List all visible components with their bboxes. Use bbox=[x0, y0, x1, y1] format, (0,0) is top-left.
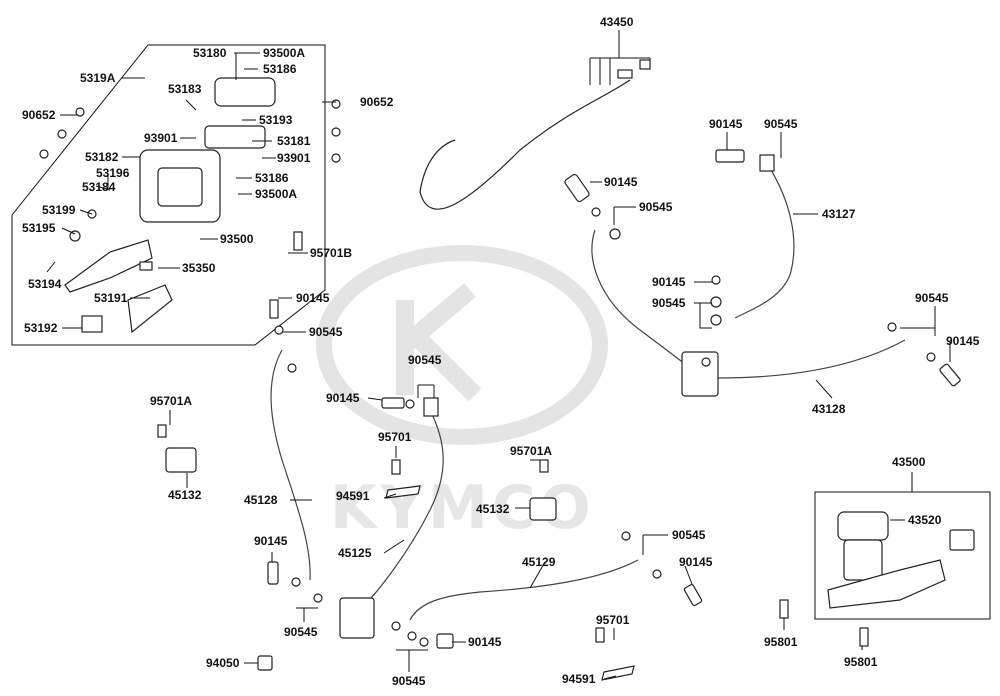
callout-90545: 90545 bbox=[284, 625, 318, 639]
callout-93901: 93901 bbox=[277, 151, 311, 165]
callout-90145: 90145 bbox=[604, 175, 638, 189]
callout-93500: 93500 bbox=[220, 232, 254, 246]
callout-labels: 43450 5319A 53180 93500A 53186 90652 531… bbox=[22, 15, 980, 688]
callout-45132: 45132 bbox=[168, 488, 202, 502]
callout-45125: 45125 bbox=[338, 546, 372, 560]
callout-90145: 90145 bbox=[468, 635, 502, 649]
callout-90545: 90545 bbox=[639, 200, 673, 214]
callout-90145: 90145 bbox=[652, 275, 686, 289]
callout-53192: 53192 bbox=[24, 321, 58, 335]
callout-90652: 90652 bbox=[22, 108, 56, 122]
parts-artwork bbox=[39, 59, 975, 681]
callout-94591: 94591 bbox=[336, 489, 370, 503]
callout-95701: 95701 bbox=[378, 430, 412, 444]
callout-90145: 90145 bbox=[679, 555, 713, 569]
callout-53183: 53183 bbox=[168, 82, 202, 96]
callout-93500A: 93500A bbox=[255, 187, 297, 201]
callout-90545: 90545 bbox=[652, 296, 686, 310]
callout-95701B: 95701B bbox=[310, 246, 352, 260]
callout-45128: 45128 bbox=[244, 493, 278, 507]
callout-45132: 45132 bbox=[476, 502, 510, 516]
callout-53191: 53191 bbox=[94, 291, 128, 305]
callout-94050: 94050 bbox=[206, 656, 240, 670]
callout-43450: 43450 bbox=[600, 15, 634, 29]
callout-45129: 45129 bbox=[522, 555, 556, 569]
callout-53181: 53181 bbox=[277, 134, 311, 148]
callout-53184: 53184 bbox=[82, 180, 116, 194]
callout-90145: 90145 bbox=[709, 117, 743, 131]
callout-93901: 93901 bbox=[144, 131, 178, 145]
callout-90145: 90145 bbox=[946, 334, 980, 348]
group-frame-43500 bbox=[814, 491, 991, 620]
callout-53186: 53186 bbox=[263, 62, 297, 76]
callout-90652: 90652 bbox=[360, 95, 394, 109]
callout-35350: 35350 bbox=[182, 261, 216, 275]
callout-53182: 53182 bbox=[85, 150, 119, 164]
callout-43127: 43127 bbox=[822, 207, 856, 221]
callout-43128: 43128 bbox=[812, 402, 846, 416]
callout-90145: 90145 bbox=[254, 534, 288, 548]
callout-94591: 94591 bbox=[562, 672, 596, 686]
kymco-watermark: KYMCO bbox=[316, 245, 608, 543]
callout-95701A: 95701A bbox=[510, 444, 552, 458]
callout-95801: 95801 bbox=[764, 635, 798, 649]
callout-53194: 53194 bbox=[28, 277, 62, 291]
callout-90545: 90545 bbox=[392, 674, 426, 688]
callout-53196: 53196 bbox=[96, 166, 130, 180]
callout-95701: 95701 bbox=[596, 613, 630, 627]
callout-53199: 53199 bbox=[42, 203, 76, 217]
callout-95701A: 95701A bbox=[150, 394, 192, 408]
callout-90145: 90145 bbox=[296, 291, 330, 305]
callout-95801: 95801 bbox=[844, 655, 878, 669]
group-frame-5319A bbox=[11, 44, 326, 346]
callout-53186: 53186 bbox=[255, 171, 289, 185]
callout-90545: 90545 bbox=[408, 353, 442, 367]
callout-90145: 90145 bbox=[326, 391, 360, 405]
callout-53195: 53195 bbox=[22, 221, 56, 235]
callout-43500: 43500 bbox=[892, 455, 926, 469]
leader-lines bbox=[46, 30, 951, 680]
callout-90545: 90545 bbox=[764, 117, 798, 131]
callout-53193: 53193 bbox=[259, 113, 293, 127]
callout-5319A: 5319A bbox=[80, 71, 116, 85]
callout-43520: 43520 bbox=[908, 513, 942, 527]
callout-93500A: 93500A bbox=[263, 46, 305, 60]
callout-90545: 90545 bbox=[672, 528, 706, 542]
callout-53180: 53180 bbox=[193, 46, 227, 60]
callout-90545: 90545 bbox=[915, 291, 949, 305]
callout-90545: 90545 bbox=[309, 325, 343, 339]
